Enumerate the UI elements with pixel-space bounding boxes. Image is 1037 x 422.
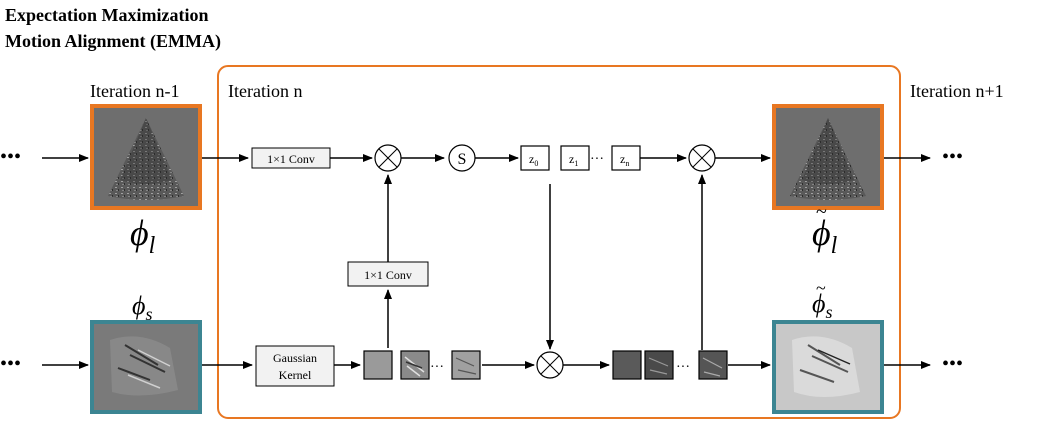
title-line-1: Expectation Maximization [5, 5, 208, 25]
z0-label: z0 [529, 152, 538, 168]
title-line-2: Motion Alignment (EMMA) [5, 31, 221, 52]
phi-l-image [90, 104, 202, 210]
conv-mid-box [347, 261, 429, 287]
multiply-node-2 [536, 351, 564, 379]
z0-box [520, 145, 550, 171]
multiply-node-1 [374, 144, 402, 172]
feature-stack-1 [363, 350, 481, 380]
gaussian-kernel-box [255, 345, 335, 387]
phi-l-tilde-image [772, 104, 884, 210]
gaussian-line-1: Gaussian [273, 351, 317, 365]
phi-s-symbol: ϕs [132, 291, 152, 324]
conv-mid-label: 1×1 Conv [364, 268, 412, 282]
iteration-prev-label: Iteration n-1 [90, 81, 179, 101]
z1-label: z1 [569, 152, 578, 168]
feature-stack-1-ellipsis: ··· [430, 360, 444, 375]
iteration-next-label: Iteration n+1 [910, 81, 1004, 101]
feature-stack-2 [612, 350, 728, 380]
phi-l-symbol: ϕl [130, 213, 156, 259]
iteration-n-box [217, 65, 901, 419]
phi-s-tilde-mark: ~ [816, 278, 826, 298]
feature-stack-2-ellipsis: ··· [676, 360, 690, 375]
phi-s-tilde-symbol: ϕs [812, 289, 832, 322]
phi-s-image [90, 320, 202, 414]
phi-l-tilde-symbol: ϕl [812, 213, 838, 259]
phi-s-tilde-image [772, 320, 884, 414]
softmax-label: S [458, 151, 467, 168]
left-ellipsis-top: ••• [0, 146, 21, 168]
gaussian-line-2: Kernel [279, 368, 312, 382]
right-ellipsis-bottom: ••• [942, 353, 963, 375]
phi-l-tilde-mark: ~ [816, 201, 827, 223]
iteration-current-label: Iteration n [228, 81, 302, 101]
z1-box [560, 145, 590, 171]
zn-box [611, 145, 641, 171]
conv-top-label: 1×1 Conv [267, 152, 315, 166]
multiply-node-3 [688, 144, 716, 172]
right-ellipsis-top: ••• [942, 146, 963, 168]
zn-label: zn [620, 152, 629, 168]
left-ellipsis-bottom: ••• [0, 353, 21, 375]
z-ellipsis: ··· [590, 152, 604, 167]
